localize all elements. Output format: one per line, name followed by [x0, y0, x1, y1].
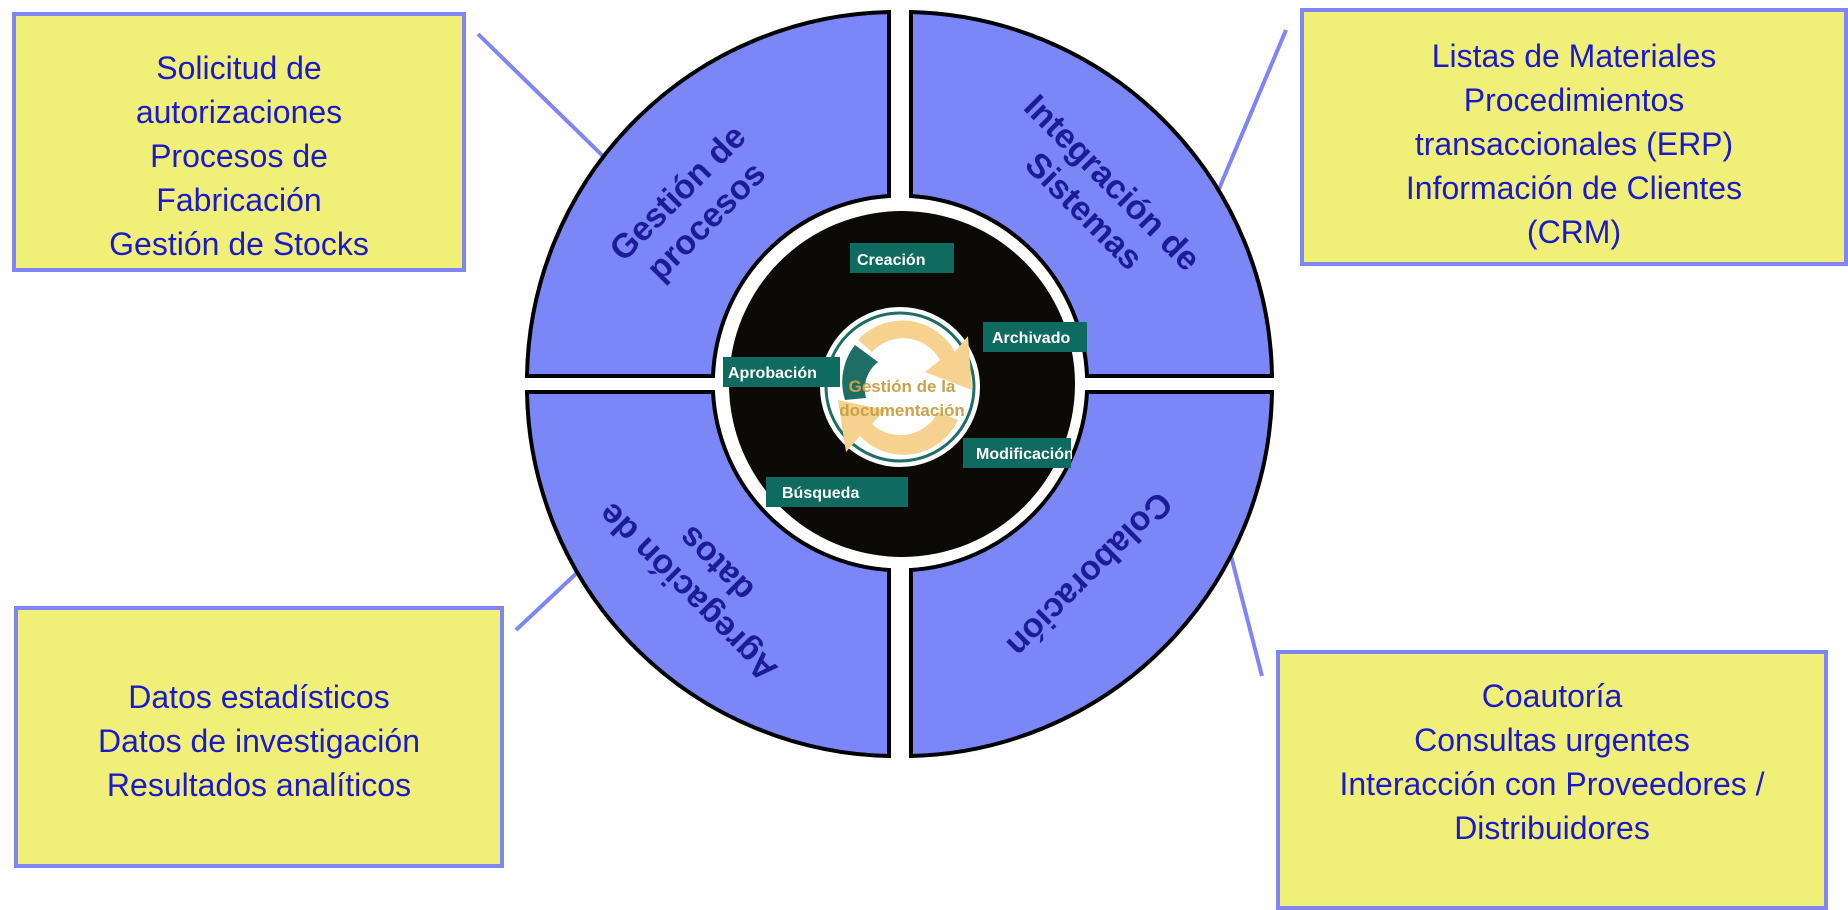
center-title-line-1: Gestión de la — [849, 377, 956, 396]
quadrant-collaboration — [909, 390, 1275, 759]
callout-line: autorizaciones — [135, 94, 343, 130]
stage-label-busqueda: Búsqueda — [766, 477, 908, 507]
callout-line: Consultas urgentes — [1414, 722, 1690, 758]
callout-line: Coautoría — [1481, 678, 1623, 714]
callout-line: Distribuidores — [1454, 810, 1650, 846]
callout-system-integration: Listas de Materiales Procedimientos tran… — [1300, 8, 1848, 266]
callout-line: Fabricación — [156, 182, 322, 218]
callout-process-management: Solicitud de autorizaciones Procesos de … — [12, 12, 466, 272]
quadrant-system-integration — [909, 9, 1275, 378]
callout-line: Solicitud de — [156, 50, 322, 86]
callout-line: Resultados analíticos — [106, 767, 412, 803]
callout-line: Datos de investigación — [98, 723, 420, 759]
callout-collaboration: Coautoría Consultas urgentes Interacción… — [1276, 650, 1828, 910]
connector-line — [1228, 551, 1264, 677]
connector-line — [476, 32, 611, 164]
stage-label-archivado: Archivado — [983, 322, 1087, 352]
callout-line: Procedimientos — [1463, 82, 1685, 118]
callout-line: Interacción con Proveedores / — [1339, 766, 1765, 802]
lifecycle-cycle-icon — [820, 307, 980, 467]
quadrant-process-management — [524, 9, 891, 378]
connector-line — [1214, 29, 1288, 197]
center-title-line-2: documentación — [839, 401, 965, 420]
callout-line: Procesos de — [150, 138, 328, 174]
stage-label-text: Modificación — [976, 446, 1074, 463]
callout-line: Datos estadísticos — [128, 679, 390, 715]
callout-line: Información de Clientes — [1405, 170, 1743, 206]
callout-line: transaccionales (ERP) — [1414, 126, 1734, 162]
quadrant-data-aggregation — [524, 390, 891, 759]
stage-label-text: Aprobación — [728, 365, 817, 382]
stage-label-text: Búsqueda — [782, 485, 859, 502]
callout-data-aggregation: Datos estadísticos Datos de investigació… — [14, 606, 504, 868]
connector-line — [514, 568, 582, 632]
stage-label-text: Creación — [857, 252, 925, 269]
callout-line: Listas de Materiales — [1431, 38, 1717, 74]
callout-line: Gestión de Stocks — [109, 226, 369, 262]
stage-label-text: Archivado — [992, 330, 1070, 347]
stage-label-creacion: Creación — [850, 243, 954, 273]
stage-label-aprobacion: Aprobación — [723, 357, 840, 387]
callout-line: (CRM) — [1526, 214, 1622, 250]
stage-label-modificacion: Modificación — [963, 438, 1074, 468]
